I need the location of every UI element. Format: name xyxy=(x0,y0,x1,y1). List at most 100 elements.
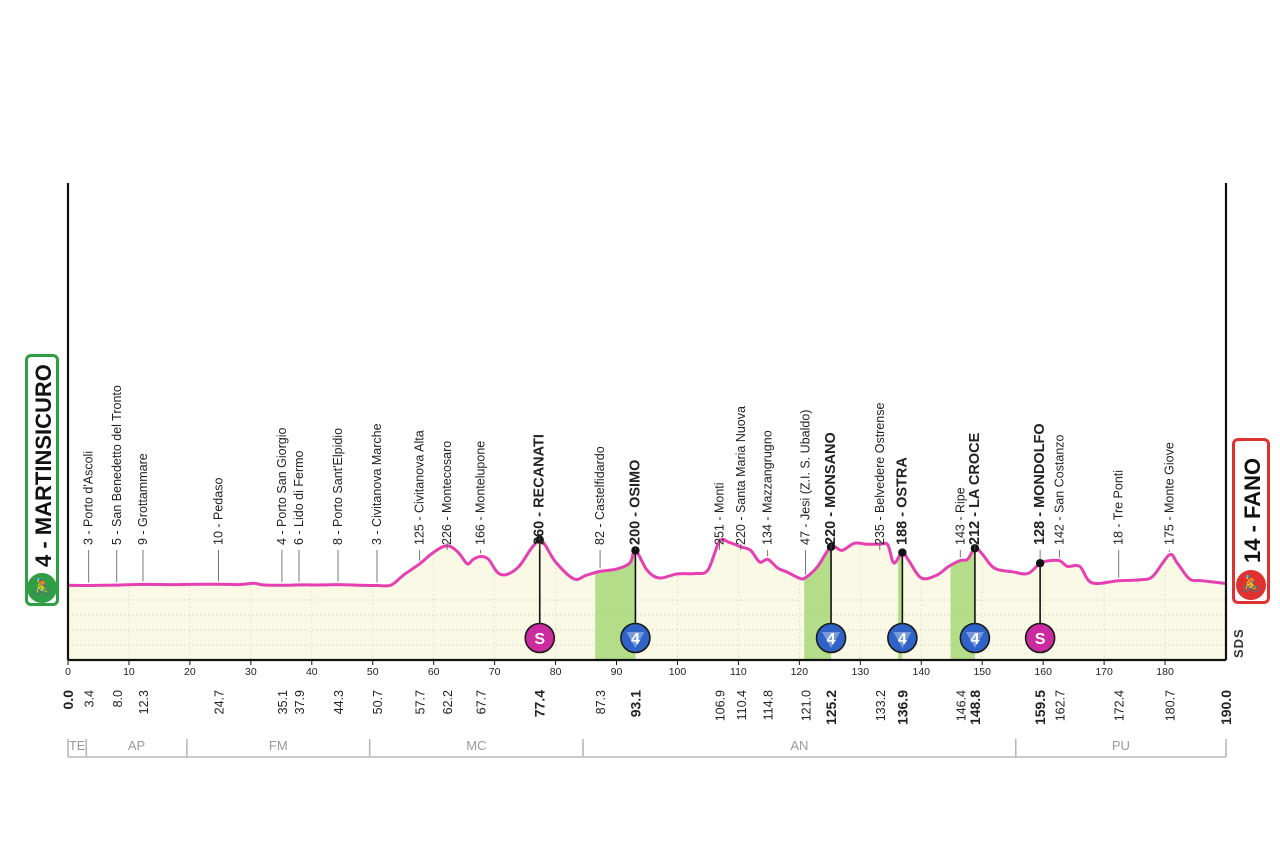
x-tick-label: 70 xyxy=(489,666,501,678)
region-label: PU xyxy=(1112,738,1130,753)
place-label: 142 - San Costanzo xyxy=(1053,434,1067,545)
start-town-box: 4 - MARTINSICURO xyxy=(25,354,59,606)
place-label: 10 - Pedaso xyxy=(212,478,226,545)
region-label: TE xyxy=(69,738,86,753)
x-tick-label: 20 xyxy=(184,666,196,678)
climb-badge-triangle xyxy=(626,632,645,648)
sprint-badge xyxy=(1024,622,1056,654)
km-label: 121.0 xyxy=(799,690,813,721)
place-label: 18 - Tre Ponti xyxy=(1112,470,1126,545)
place-label: 220 - Santa Maria Nuova xyxy=(734,406,748,545)
km-label: 44.3 xyxy=(332,690,346,714)
sprint-badge xyxy=(524,622,556,654)
climb-badge xyxy=(620,622,651,654)
region-label: FM xyxy=(269,738,288,753)
place-label: 175 - Monte Giove xyxy=(1162,442,1176,545)
km-label: 24.7 xyxy=(213,690,227,714)
x-tick-label: 80 xyxy=(550,666,562,678)
sprint-badge-label: S xyxy=(1035,631,1046,648)
km-label: 0.0 xyxy=(60,690,76,710)
km-label: 136.9 xyxy=(894,690,910,725)
place-label: 128 - MONDOLFO xyxy=(1032,423,1048,545)
climb-badge-label: 4 xyxy=(970,631,979,648)
place-label: 235 - Belvedere Ostrense xyxy=(873,403,887,545)
cyclist-icon: 🚴 xyxy=(27,573,57,603)
km-label: 172.4 xyxy=(1113,690,1127,721)
x-tick-label: 110 xyxy=(730,666,747,678)
x-tick-label: 0 xyxy=(65,666,71,678)
region-label: MC xyxy=(466,738,486,753)
place-label: 260 - RECANATI xyxy=(532,434,548,545)
km-label: 114.8 xyxy=(762,690,776,720)
x-tick-label: 120 xyxy=(791,666,809,678)
place-label: 4 - Porto San Giorgio xyxy=(275,428,289,545)
place-label: 200 - OSIMO xyxy=(627,460,643,545)
km-label: 125.2 xyxy=(823,690,839,725)
x-tick-label: 160 xyxy=(1034,666,1052,678)
km-label: 12.3 xyxy=(137,690,151,714)
km-label: 8.0 xyxy=(111,690,125,707)
km-label: 190.0 xyxy=(1218,690,1234,725)
x-tick-label: 30 xyxy=(245,666,257,678)
place-label: 143 - Ripe xyxy=(953,487,967,545)
place-label: 9 - Grottammare xyxy=(136,453,150,545)
climb-badge-dot xyxy=(898,548,907,557)
x-tick-label: 40 xyxy=(306,666,318,678)
x-tick-label: 140 xyxy=(912,666,930,678)
finish-cyclist-icon: 🚴 xyxy=(1236,570,1266,600)
climb-badge-dot xyxy=(631,546,640,555)
place-label: 188 - OSTRA xyxy=(894,457,910,545)
place-label: 134 - Mazzangrugno xyxy=(761,430,775,545)
x-tick-label: 90 xyxy=(611,666,623,678)
place-label: 5 - San Benedetto del Tronto xyxy=(110,385,124,545)
climb-badge-triangle xyxy=(965,632,984,648)
km-label: 146.4 xyxy=(954,690,968,721)
x-tick-label: 180 xyxy=(1156,666,1174,678)
start-town-label: 4 - MARTINSICURO xyxy=(31,364,56,567)
climb-badge-triangle xyxy=(893,632,912,648)
km-label: 57.7 xyxy=(414,690,428,714)
km-label: 180.7 xyxy=(1163,690,1177,721)
place-label: 3 - Porto d'Ascoli xyxy=(82,451,96,545)
place-label: 3 - Civitanova Marche xyxy=(370,423,384,545)
x-tick-label: 150 xyxy=(973,666,991,678)
x-tick-label: 170 xyxy=(1095,666,1113,678)
x-tick-label: 10 xyxy=(123,666,135,678)
km-label: 162.7 xyxy=(1054,690,1068,721)
km-label: 35.1 xyxy=(276,690,290,714)
climb-badge xyxy=(959,622,991,654)
km-label: 110.4 xyxy=(735,690,749,720)
region-label: AP xyxy=(128,738,145,753)
finish-town-label: 14 - FANO xyxy=(1240,457,1265,563)
climb-badge xyxy=(815,622,847,654)
km-label: 159.5 xyxy=(1032,690,1048,725)
x-tick-label: 60 xyxy=(428,666,440,678)
sds-logo: SDS xyxy=(1231,628,1246,658)
km-label: 87.3 xyxy=(594,690,608,714)
climb-badge-label: 4 xyxy=(898,631,907,648)
km-label: 3.4 xyxy=(83,690,97,707)
km-label: 77.4 xyxy=(532,690,548,717)
km-label: 133.2 xyxy=(874,690,888,721)
x-tick-label: 50 xyxy=(367,666,379,678)
place-label: 226 - Montecosaro xyxy=(440,441,454,545)
place-label: 82 - Castelfidardo xyxy=(593,446,607,545)
place-label: 166 - Montelupone xyxy=(474,441,488,545)
climb-badge-triangle xyxy=(822,632,841,648)
km-label: 50.7 xyxy=(371,690,385,714)
place-label: 6 - Lido di Fermo xyxy=(292,450,306,545)
profile-line xyxy=(67,537,1227,588)
sprint-badge-label: S xyxy=(534,631,545,648)
x-tick-label: 100 xyxy=(669,666,687,678)
place-label: 8 - Porto Sant'Elpidio xyxy=(331,428,345,545)
km-label: 62.2 xyxy=(441,690,455,714)
place-label: 125 - Civitanova Alta xyxy=(413,430,427,545)
climb-badge-label: 4 xyxy=(827,631,836,648)
km-label: 93.1 xyxy=(627,690,643,717)
sprint-badge-dot xyxy=(1035,559,1045,568)
place-label: 220 - MONSANO xyxy=(823,432,839,545)
km-label: 148.8 xyxy=(967,690,983,725)
climb-badge xyxy=(887,622,918,654)
